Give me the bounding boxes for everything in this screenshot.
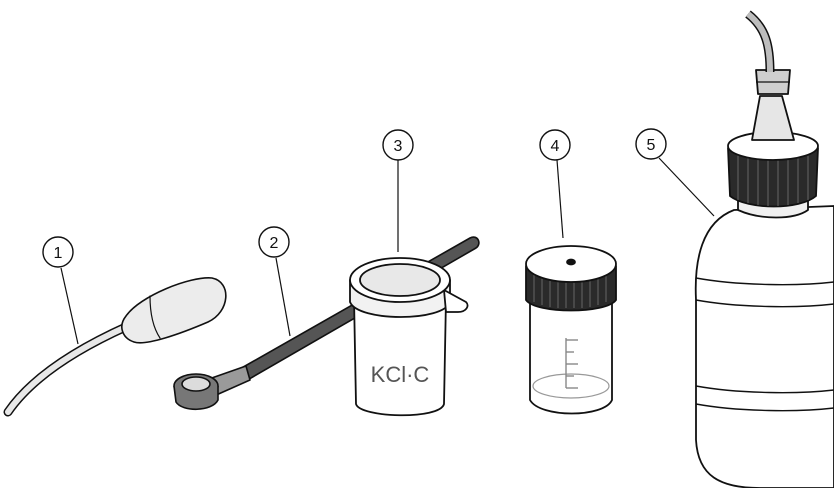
callout-2: 2 — [259, 227, 289, 257]
callout-3: 3 — [383, 130, 413, 160]
callout-1-label: 1 — [54, 245, 63, 262]
item-4-vial — [526, 246, 616, 414]
callout-1: 1 — [43, 237, 73, 267]
callout-5-label: 5 — [647, 137, 656, 154]
callout-4-label: 4 — [551, 138, 560, 155]
item-3-kcl-container: KCl·C — [350, 258, 468, 415]
callout-5: 5 — [636, 129, 666, 159]
callout-4: 4 — [540, 130, 570, 160]
callout-3-label: 3 — [394, 138, 403, 155]
jar-label: KCl·C — [371, 362, 430, 387]
callout-2-label: 2 — [270, 235, 279, 252]
item-5-bottle — [696, 14, 834, 488]
